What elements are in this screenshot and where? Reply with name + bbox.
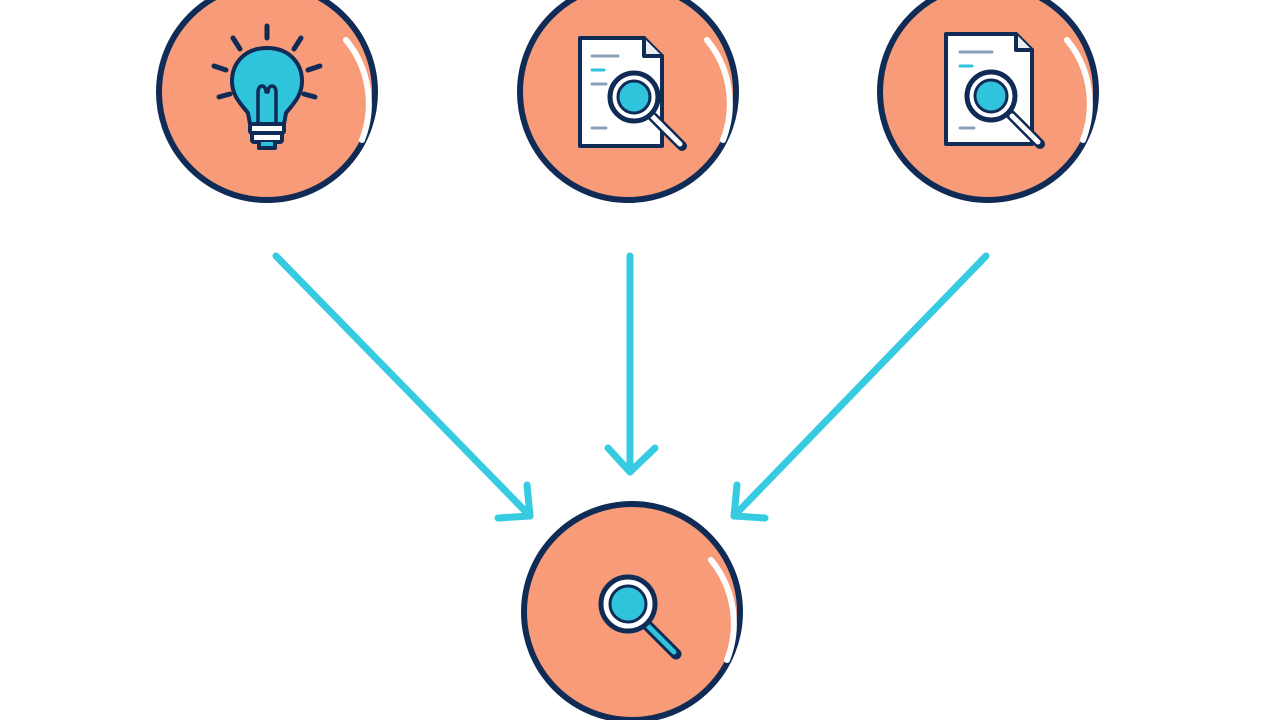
node-document-search-2 (877, 0, 1099, 203)
arrow-idea-to-result (272, 252, 534, 522)
arrow-document-search-2-to-result (730, 252, 990, 522)
arrow-document-search-1-to-result (604, 252, 659, 476)
document-search-icon (944, 32, 1045, 149)
node-document-search-1 (517, 0, 739, 203)
magnifier-icon (598, 574, 682, 660)
node-idea (156, 0, 378, 203)
document-search-icon (578, 36, 687, 151)
node-result (521, 501, 743, 720)
arrows (272, 252, 990, 522)
lightbulb-icon (211, 23, 323, 150)
